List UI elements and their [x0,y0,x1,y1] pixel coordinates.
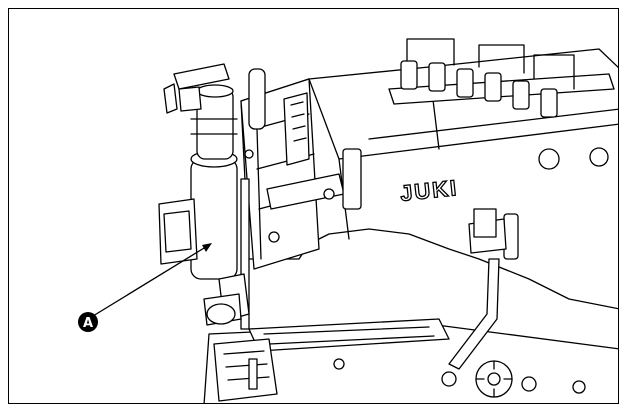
callout-marker [78,312,98,332]
callout-leader-line [92,244,210,317]
side-lever [342,148,362,210]
top-knob [538,148,560,170]
knee-lever [448,258,500,370]
sewing-machine-illustration: JUKI A [78,38,618,403]
part-a-cylinder [163,63,238,280]
needle-bar [240,178,250,330]
presser-foot [213,338,278,402]
brand-logo: JUKI [399,175,459,206]
callout-arrowhead [202,243,212,252]
thread-tension-units [400,38,575,118]
figure-frame: JUKI A [8,8,619,404]
callout-label: A [83,316,93,331]
